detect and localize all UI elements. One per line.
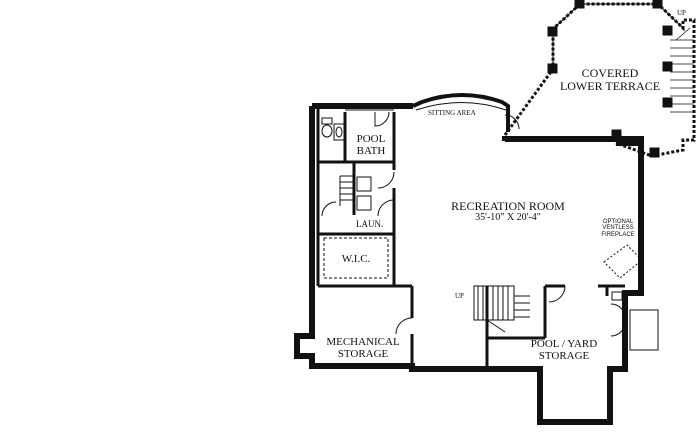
fireplace-line-2: VENTLESS (602, 225, 634, 232)
label-stair-up-terrace: UP (677, 9, 686, 17)
pool-yard-storage-line-1: POOL / YARD (530, 338, 598, 350)
sitting-area-bay (412, 93, 510, 132)
pool-bath-line-2: BATH (356, 144, 386, 157)
fixtures (321, 109, 659, 351)
label-mechanical-storage: MECHANICAL STORAGE (316, 336, 410, 360)
recreation-room-dimensions: 35'-10" X 20'-4" (475, 211, 541, 223)
pool-yard-storage-line-2: STORAGE (538, 349, 590, 362)
terrace-structure (503, 0, 696, 158)
interior-walls (316, 106, 625, 366)
label-recreation-room: RECREATION ROOM 35'-10" X 20'-4" (428, 200, 588, 223)
label-sitting-area: SITTING AREA (428, 109, 476, 117)
recreation-room-name: RECREATION ROOM (451, 199, 565, 213)
label-pool-yard-storage: POOL / YARD STORAGE (512, 338, 616, 362)
door-swings (321, 111, 626, 337)
pool-bath-line-1: POOL (356, 133, 386, 145)
label-pool-bath: POOL BATH (351, 133, 391, 157)
covered-terrace-line-2: LOWER TERRACE (559, 78, 661, 93)
label-stair-up-main: UP (455, 292, 464, 300)
fireplace-line-3: FIREPLACE (601, 231, 635, 238)
label-fireplace: OPTIONAL VENTLESS FIREPLACE (596, 219, 640, 238)
label-laundry: LAUN. (356, 219, 384, 229)
label-wic: W.I.C. (341, 253, 371, 265)
mechanical-storage-line-2: STORAGE (337, 347, 389, 360)
fireplace-line-1: OPTIONAL (602, 219, 634, 225)
label-covered-terrace: COVERED LOWER TERRACE (548, 67, 672, 92)
mechanical-storage-line-1: MECHANICAL (326, 336, 400, 348)
covered-terrace-line-1: COVERED (581, 66, 639, 80)
